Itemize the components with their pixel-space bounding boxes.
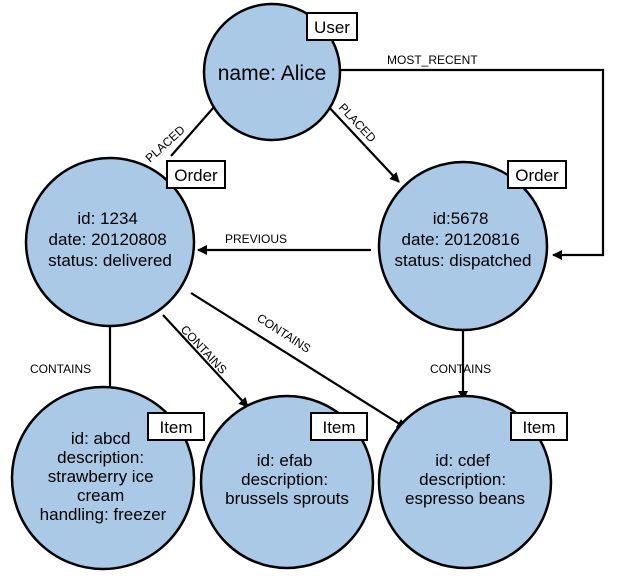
node-tag-box	[147, 412, 205, 441]
node-circle	[377, 160, 549, 332]
node-line: id: abcd	[71, 429, 131, 448]
node-order-1234: id: 1234 date: 20120808 status: delivere…	[24, 156, 226, 328]
node-tag-label: Order	[515, 166, 559, 185]
node-text: id: efab description: brussels sprouts	[225, 451, 349, 508]
edge-most-recent	[340, 68, 605, 260]
node-line: id: efab	[257, 451, 313, 470]
node-line: espresso beans	[405, 489, 525, 508]
node-line: handling: freezer	[40, 505, 167, 524]
node-circle	[24, 156, 196, 328]
node-line: id:5678	[433, 209, 489, 228]
node-line: id: cdef	[435, 451, 490, 470]
node-tag-box	[306, 12, 358, 41]
node-line: status: dispatched	[394, 251, 531, 270]
edges	[105, 68, 605, 429]
node-item-cdef: id: cdef description: espresso beans Ite…	[377, 394, 568, 570]
node-order-5678: id:5678 date: 20120816 status: dispatche…	[377, 160, 567, 332]
node-line: cream	[77, 486, 124, 505]
label-contains-item3-from-order2: CONTAINS	[430, 362, 491, 376]
node-tag-label: Item	[159, 418, 192, 437]
label-previous: PREVIOUS	[225, 232, 287, 246]
node-tag-box	[507, 160, 567, 189]
node-line: date: 20120816	[402, 230, 520, 249]
node-user: name: Alice User	[202, 2, 358, 142]
node-text: id: abcd description: strawberry ice cre…	[40, 429, 167, 524]
node-text: name: Alice	[218, 62, 327, 85]
label-contains-item3-from-order1: CONTAINS	[254, 311, 313, 356]
label-most-recent: MOST_RECENT	[387, 53, 478, 67]
node-line: name: Alice	[218, 62, 327, 85]
node-tag-label: Order	[174, 166, 218, 185]
node-circle	[377, 394, 553, 570]
node-line: description:	[419, 470, 506, 489]
node-item-efab: id: efab description: brussels sprouts I…	[199, 394, 375, 570]
edge-placed-order1	[170, 106, 215, 157]
node-line: date: 20120808	[49, 230, 167, 249]
node-line: description:	[241, 470, 328, 489]
node-line: id: 1234	[77, 209, 138, 228]
edge-contains-item2	[162, 314, 249, 408]
edge-contains-item3-from-order1	[190, 292, 407, 429]
node-line: brussels sprouts	[225, 489, 349, 508]
node-text: id:5678 date: 20120816 status: dispatche…	[394, 209, 531, 270]
node-tag-label: Item	[522, 418, 555, 437]
node-item-abcd: id: abcd description: strawberry ice cre…	[10, 385, 205, 571]
node-tag-label: Item	[322, 418, 355, 437]
node-line: strawberry ice	[48, 467, 154, 486]
label-contains-item2: CONTAINS	[178, 322, 230, 376]
node-text: id: cdef description: espresso beans	[405, 451, 525, 508]
node-tag-box	[510, 412, 568, 441]
edge-placed-order2	[325, 103, 400, 183]
node-line: description:	[57, 448, 144, 467]
label-contains-item1: CONTAINS	[30, 362, 91, 376]
node-tag-box	[166, 160, 226, 189]
node-tag-box	[310, 412, 368, 441]
node-text: id: 1234 date: 20120808 status: delivere…	[48, 209, 172, 270]
node-line: status: delivered	[48, 251, 172, 270]
node-tag-label: User	[314, 18, 350, 37]
